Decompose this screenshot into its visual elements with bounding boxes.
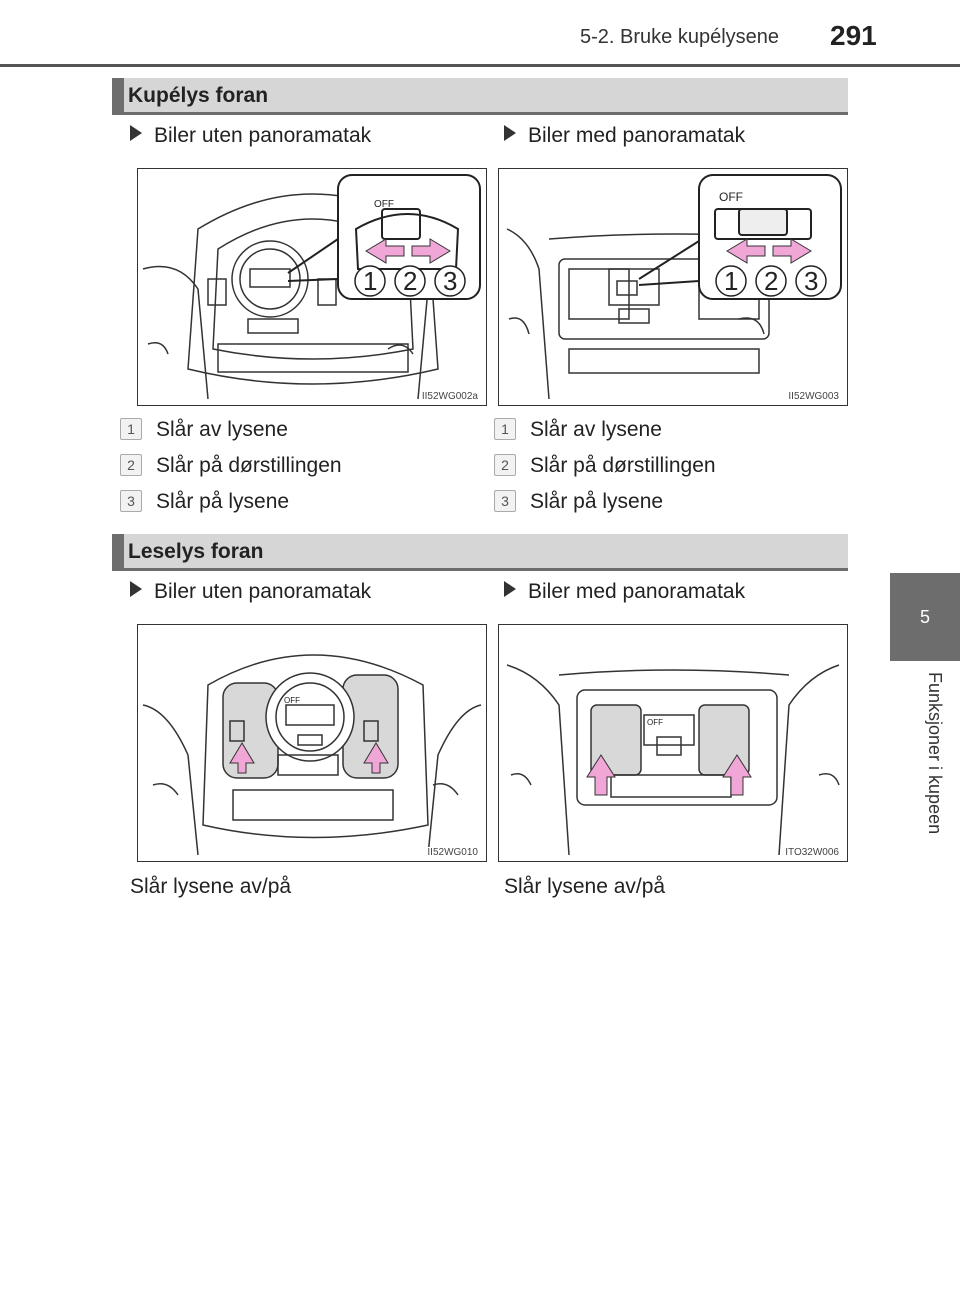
variant-text: Biler med panoramatak [528,124,746,147]
section-strip [112,534,124,571]
item-number: 2 [120,454,142,476]
figure-dome-light-no-roof: OFF 1 2 3 II52WG002a [137,168,487,406]
reading-light-illustration: OFF [506,664,840,856]
list-item: 1 Slår av lysene [494,418,716,454]
section-title: Leselys foran [128,540,264,563]
item-number: 1 [120,418,142,440]
svg-text:OFF: OFF [374,199,394,210]
item-text: Slår på lysene [156,490,290,513]
variant-label-right: Biler med panoramatak [504,580,745,604]
section-title: Kupélys foran [128,84,269,107]
list-item: 3 Slår på lysene [494,490,716,526]
variant-label-left: Biler uten panoramatak [130,124,371,148]
arrow-right-icon [411,238,451,264]
list-item: 3 Slår på lysene [120,490,342,526]
list-item: 2 Slår på dørstillingen [120,454,342,490]
svg-text:OFF: OFF [284,696,300,705]
dome-light-illustration: OFF 1 2 3 [506,174,842,400]
svg-text:OFF: OFF [647,718,663,727]
arrow-up-icon [586,754,616,796]
section-strip [112,78,124,115]
reading-light-illustration: OFF [142,654,482,856]
running-header-section: 5-2. Bruke kupélysene [580,26,780,48]
arrow-left-icon [726,238,766,264]
item-number: 1 [494,418,516,440]
chapter-label: Funksjoner i kupeen [925,672,945,835]
item-number: 3 [494,490,516,512]
triangle-bullet-icon [130,581,142,597]
figure-code: II52WG003 [786,391,841,402]
figure-reading-light-no-roof: OFF II52WG010 [137,624,487,862]
arrow-up-icon [363,742,389,774]
triangle-bullet-icon [130,125,142,141]
chapter-tab: 5 [890,573,960,661]
list-item: 1 Slår av lysene [120,418,342,454]
caption-left: Slår lysene av/på [130,875,292,898]
variant-label-left: Biler uten panoramatak [130,580,371,604]
callout-1: 1 [363,266,377,296]
caption-right: Slår lysene av/på [504,875,666,898]
header-rule [0,64,960,67]
dome-light-illustration: OFF 1 2 3 [142,174,482,400]
variant-label-right: Biler med panoramatak [504,124,745,148]
arrow-right-icon [772,238,812,264]
variant-text: Biler uten panoramatak [154,124,372,147]
list-right: 1 Slår av lysene 2 Slår på dørstillingen 3… [494,418,716,526]
item-text: Slår på lysene [530,490,664,513]
section-heading-leselys: Leselys foran [112,534,848,571]
figure-code: II52WG010 [425,847,480,858]
svg-text:OFF: OFF [719,190,743,204]
figure-reading-light-panorama: OFF ITO32W006 [498,624,848,862]
triangle-bullet-icon [504,581,516,597]
item-text: Slår på dørstillingen [156,454,342,477]
item-text: Slår av lysene [156,418,288,441]
figure-code: ITO32W006 [783,847,841,858]
arrow-left-icon [365,238,405,264]
page-number: 291 [830,20,877,51]
callout-2: 2 [403,266,417,296]
section-heading-kupelys: Kupélys foran [112,78,848,115]
list-left: 1 Slår av lysene 2 Slår på dørstillingen 3… [120,418,342,526]
figure-dome-light-panorama: OFF 1 2 3 II52WG003 [498,168,848,406]
arrow-up-icon [722,754,752,796]
item-text: Slår av lysene [530,418,662,441]
variant-text: Biler uten panoramatak [154,580,372,603]
figure-code: II52WG002a [419,391,480,402]
callout-1: 1 [724,266,738,296]
item-number: 3 [120,490,142,512]
callout-2: 2 [764,266,778,296]
variant-text: Biler med panoramatak [528,580,746,603]
arrow-up-icon [229,742,255,774]
item-number: 2 [494,454,516,476]
item-text: Slår på dørstillingen [530,454,716,477]
triangle-bullet-icon [504,125,516,141]
list-item: 2 Slår på dørstillingen [494,454,716,490]
callout-3: 3 [804,266,818,296]
callout-3: 3 [443,266,457,296]
